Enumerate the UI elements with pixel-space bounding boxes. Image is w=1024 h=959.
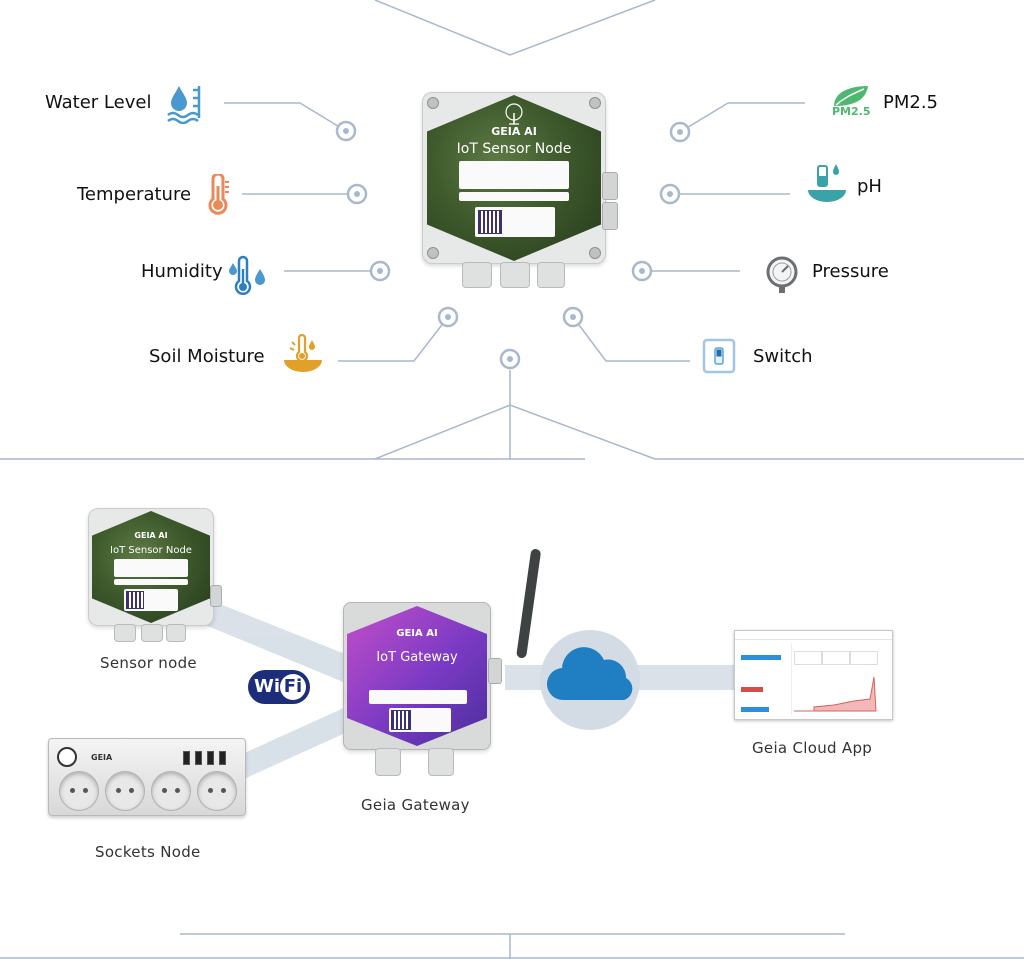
sensor-node-small-wireless-card (114, 579, 188, 585)
gateway-qr-card (389, 708, 451, 732)
sockets-node-device: GEIA (48, 738, 246, 816)
gateway-brand: GEIA AI (396, 628, 438, 639)
gateway-title: IoT Gateway (376, 650, 458, 665)
gateway-device: GEIA AI IoT Gateway (343, 602, 491, 750)
soil-moisture-icon (284, 334, 322, 372)
sensor-node-form-card (459, 161, 569, 189)
sensor-node-wireless-card (459, 192, 569, 201)
humidity-icon (229, 255, 265, 295)
side-gland (602, 202, 618, 230)
gateway-side-gland (488, 658, 502, 684)
app-area-chart (794, 676, 877, 712)
water-level-label: Water Level (45, 92, 152, 113)
top-frame-line (374, 0, 656, 56)
cloud-app-caption: Geia Cloud App (752, 739, 873, 757)
app-blue-button (741, 655, 781, 660)
cable-gland (462, 262, 492, 288)
wifi-badge: Wi Fi (248, 670, 310, 704)
cable-gland (114, 624, 136, 642)
power-button-icon (57, 747, 77, 767)
sensor-node-qr-card (475, 207, 555, 237)
gateway-hex-label: GEIA AI IoT Gateway (347, 606, 487, 746)
switch-icon (702, 338, 736, 374)
sockets-node-caption: Sockets Node (95, 843, 201, 861)
band-sensor-to-gateway (198, 598, 355, 684)
sensor-node-brand: GEIA AI (491, 125, 537, 138)
wifi-badge-fi: Fi (280, 674, 306, 700)
qr-code (391, 710, 411, 730)
wifi-badge-wi: Wi (254, 676, 281, 697)
app-top-bar (735, 631, 892, 640)
cloud-app-screenshot (734, 630, 893, 720)
tree-logo-icon (505, 103, 523, 125)
app-chart-panel (791, 643, 890, 715)
sensor-node-small-brand: GEIA AI (134, 531, 168, 540)
usb-port-icon (195, 751, 202, 765)
usb-port-icon (207, 751, 214, 765)
sensor-node-title: IoT Sensor Node (456, 141, 572, 157)
sensor-node-small-form-card (114, 559, 188, 577)
socket-outlet (59, 771, 99, 811)
side-gland (210, 585, 222, 607)
usb-port-icon (219, 751, 226, 765)
thermometer-icon (208, 174, 229, 215)
sensor-node-hex-label: GEIA AI IoT Sensor Node (427, 95, 601, 261)
gateway-form-card (369, 690, 467, 704)
funnel-line (374, 404, 656, 460)
qr-code (126, 591, 144, 609)
water-level-icon (167, 86, 201, 124)
switch-lead (572, 316, 690, 362)
switch-label: Switch (753, 346, 813, 367)
cable-gland (375, 748, 401, 776)
side-gland (602, 172, 618, 200)
soil-moisture-label: Soil Moisture (149, 346, 265, 367)
pm25-lead (679, 102, 805, 133)
cloud-icon (546, 647, 633, 701)
band-sockets-to-gateway (240, 706, 352, 778)
pm25-icon-text: PM2.5 (832, 105, 871, 118)
cable-gland (166, 624, 186, 642)
sensor-node-small-title: IoT Sensor Node (110, 545, 192, 556)
sensor-node-device-large: GEIA AI IoT Sensor Node (422, 92, 606, 264)
pm25-leaf-icon: PM2.5 (830, 84, 872, 122)
pressure-gauge-icon (766, 256, 798, 293)
socket-outlet (197, 771, 237, 811)
sockets-brand: GEIA (91, 753, 113, 762)
sensor-node-caption: Sensor node (100, 654, 197, 672)
ph-label: pH (857, 176, 882, 197)
sensor-node-device-small: GEIA AI IoT Sensor Node (88, 508, 214, 626)
water-level-lead (224, 102, 347, 132)
cable-gland (141, 624, 163, 642)
sensor-node-small-qr-card (124, 589, 178, 611)
gateway-caption: Geia Gateway (361, 796, 470, 814)
cable-gland (428, 748, 454, 776)
app-red-button (741, 687, 763, 692)
pressure-label: Pressure (812, 261, 889, 282)
soil-moisture-lead (338, 316, 449, 362)
humidity-label: Humidity (141, 261, 223, 282)
pm25-label: PM2.5 (883, 92, 939, 113)
cable-gland (500, 262, 530, 288)
socket-outlet (151, 771, 191, 811)
cable-gland (537, 262, 565, 288)
ph-icon (808, 164, 846, 202)
temperature-label: Temperature (77, 184, 192, 205)
app-blue-toggle (741, 707, 769, 712)
socket-outlet (105, 771, 145, 811)
usb-port-icon (183, 751, 190, 765)
qr-code (478, 210, 502, 234)
sensor-node-small-hex: GEIA AI IoT Sensor Node (92, 511, 210, 623)
